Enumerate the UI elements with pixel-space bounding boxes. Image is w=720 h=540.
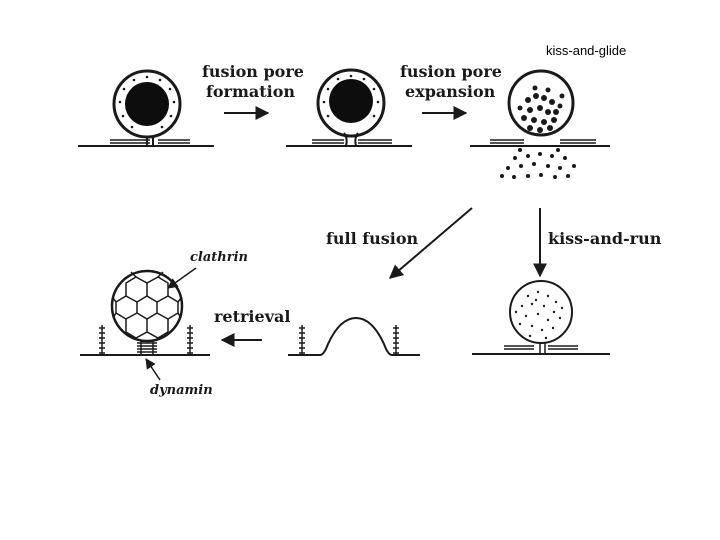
fusion-pore-formation-label-2: formation [206,82,295,101]
clathrin-label: clathrin [190,250,248,265]
panel-content-release [470,69,610,179]
retrieval-label: retrieval [214,307,290,326]
fusion-pore-formation-label-1: fusion pore [202,62,304,81]
remaining-cargo [514,290,564,340]
dense-core [329,79,373,123]
released-cargo [500,85,576,179]
vesicle-membrane [507,69,575,137]
panel-full-fusion-membrane [288,316,420,356]
kiss-and-run-label: kiss-and-run [548,229,662,248]
clathrin-lattice [112,271,182,339]
full-fusion-label: full fusion [326,229,419,248]
dynamin-pointer [145,358,161,381]
dense-core [125,82,169,126]
vesicle-membrane [509,280,573,344]
arrow-full-fusion [388,207,473,279]
panel-clathrin-coated-vesicle [80,269,210,356]
clathrin-coat [110,269,184,343]
dynamin-collar [137,340,157,355]
fusion-pore-expansion-label-2: expansion [405,82,496,101]
panel-docked-vesicle [78,69,214,147]
kiss-and-glide-label: kiss-and-glide [546,43,626,58]
panel-kiss-and-run [472,280,610,355]
panel-fusion-pore [286,68,412,147]
fusion-pore-expansion-label-1: fusion pore [400,62,502,81]
clathrin-pointer [167,267,197,289]
dynamin-label: dynamin [150,383,213,398]
